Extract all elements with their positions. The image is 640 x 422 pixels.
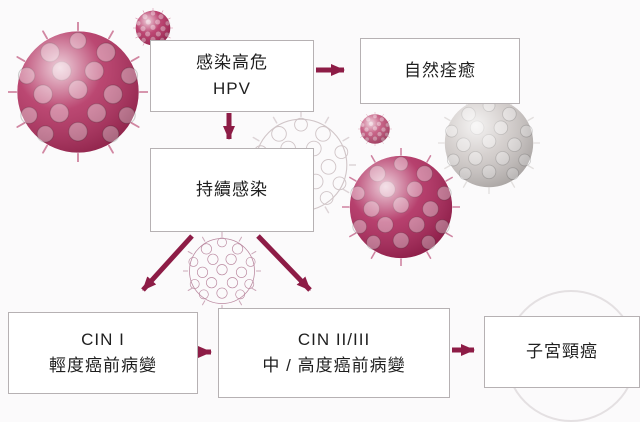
box-natural-recovery-label: 自然痊癒 bbox=[404, 60, 476, 80]
box-cin23-line2: 中 / 高度癌前病變 bbox=[262, 356, 406, 375]
box-cin23-line1: CIN II/III bbox=[297, 329, 371, 349]
hpv-virus-medium-icon bbox=[342, 148, 460, 266]
box-cervical-cancer: 子宮頸癌 bbox=[484, 316, 640, 388]
hpv-virus-large-icon bbox=[8, 22, 148, 162]
box-persistent-infection: 持續感染 bbox=[150, 148, 314, 232]
box-cin1-line1: CIN I bbox=[81, 329, 125, 349]
box-cin1-line2: 輕度癌前病變 bbox=[49, 356, 157, 375]
box-infect-hpv-line2: HPV bbox=[213, 79, 251, 98]
hpv-virus-sketch-lower-icon bbox=[183, 232, 261, 310]
arrow-persist-to-cin23 bbox=[256, 234, 312, 292]
box-infect-hpv: 感染高危 HPV bbox=[150, 40, 314, 112]
hpv-virus-small-mid-icon bbox=[358, 112, 392, 146]
box-infect-hpv-line1: 感染高危 bbox=[196, 52, 268, 72]
box-cin1: CIN I 輕度癌前病變 bbox=[8, 312, 198, 394]
box-natural-recovery: 自然痊癒 bbox=[360, 38, 520, 104]
box-cin23: CIN II/III 中 / 高度癌前病變 bbox=[218, 308, 450, 398]
box-persistent-infection-label: 持續感染 bbox=[196, 179, 268, 199]
box-cervical-cancer-label: 子宮頸癌 bbox=[526, 341, 598, 361]
